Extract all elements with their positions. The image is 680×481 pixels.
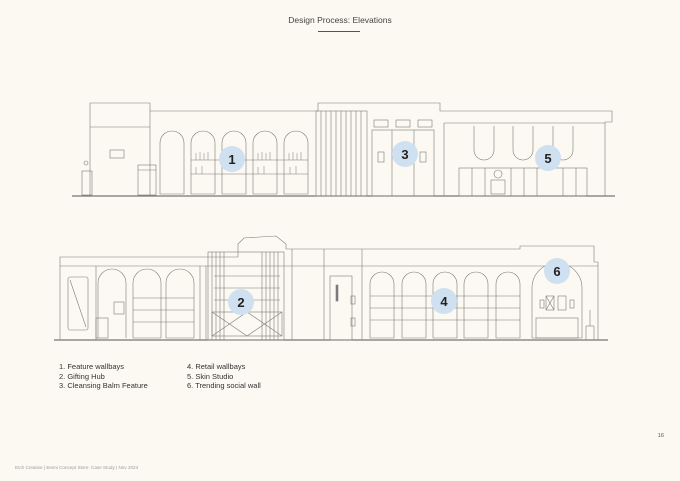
- legend-right: 4. Retail wallbays 5. Skin Studio 6. Tre…: [187, 362, 261, 391]
- marker-5: 5: [535, 145, 561, 171]
- elevation-top: [72, 102, 615, 197]
- ribbed-panel-top: [315, 110, 368, 197]
- legend-item: 5. Skin Studio: [187, 371, 234, 381]
- marker-6-label: 6: [553, 264, 560, 279]
- marker-3: 3: [392, 141, 418, 167]
- marker-5-label: 5: [544, 151, 551, 166]
- marker-3-label: 3: [401, 147, 408, 162]
- legend-item: 6. Trending social wall: [187, 381, 261, 391]
- marker-6: 6: [544, 258, 570, 284]
- legend-item: 4. Retail wallbays: [187, 362, 246, 371]
- gifting-hub: [207, 251, 285, 341]
- trending-social-wall: [531, 262, 595, 340]
- marker-4: 4: [431, 288, 457, 314]
- marker-1-label: 1: [228, 152, 235, 167]
- footer-credit: Etch Creative | Eeimi Concept Store: Cas…: [15, 465, 139, 470]
- legend-item: 3. Cleansing Balm Feature: [59, 381, 148, 391]
- feature-wallbays-arches: [159, 130, 309, 195]
- marker-4-label: 4: [440, 294, 448, 309]
- legend-item: 2. Gifting Hub: [59, 371, 105, 381]
- cleansing-balm-units: [371, 119, 435, 197]
- page-title: Design Process: Elevations: [288, 15, 392, 25]
- marker-2-label: 2: [237, 295, 244, 310]
- elevation-bottom: [54, 235, 608, 341]
- page-number: 16: [657, 433, 664, 439]
- marker-1: 1: [219, 146, 245, 172]
- legend-left: 1. Feature wallbays 2. Gifting Hub 3. Cl…: [59, 362, 148, 391]
- door: [329, 275, 356, 341]
- skin-studio: [443, 122, 605, 197]
- title-underline: [318, 31, 360, 32]
- legend-item: 1. Feature wallbays: [59, 362, 125, 371]
- marker-2: 2: [228, 289, 254, 315]
- bottom-left-arches: [95, 268, 195, 339]
